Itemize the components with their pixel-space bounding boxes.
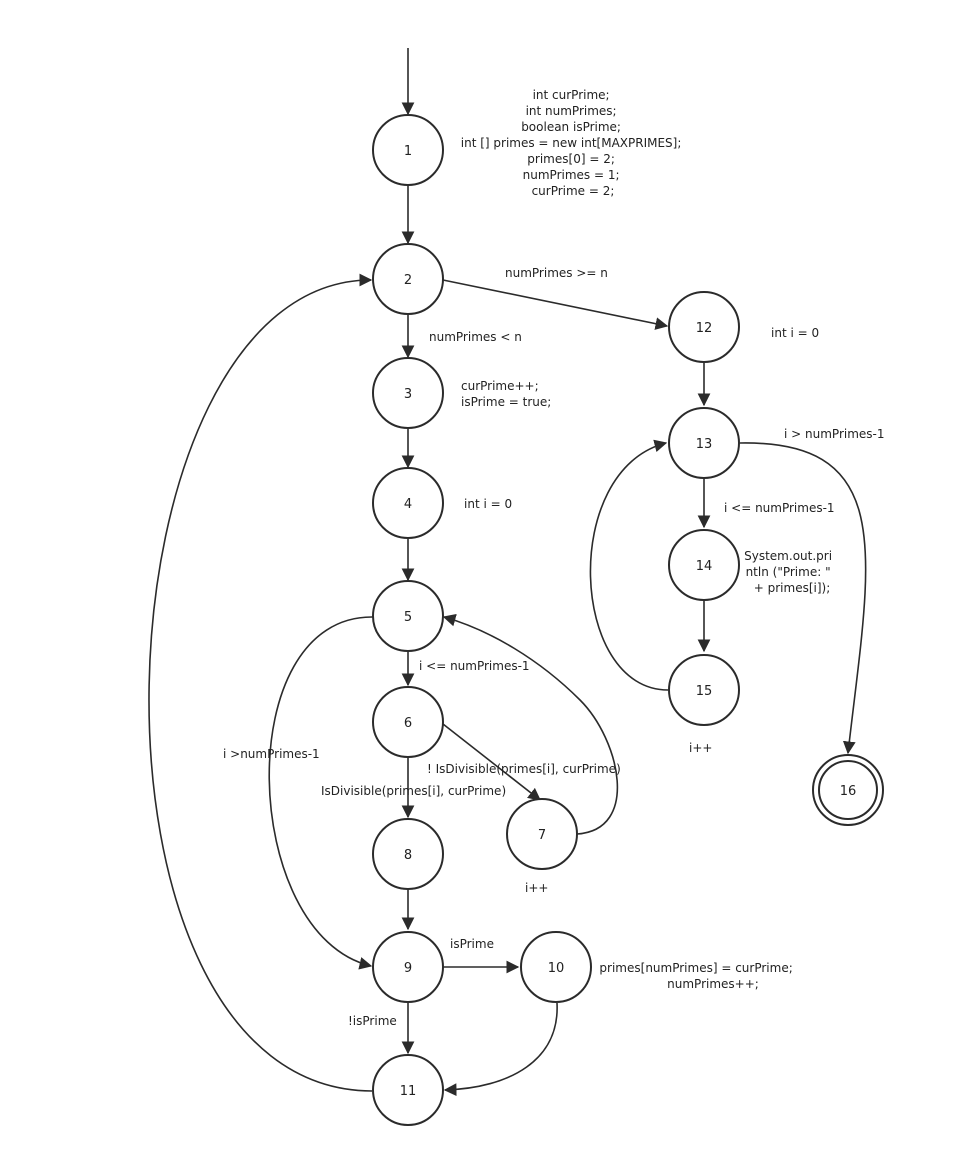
edge-label-2-12: numPrimes >= n — [505, 266, 608, 280]
edge-15-13 — [589, 439, 669, 691]
node-label: 13 — [696, 437, 713, 452]
node-label: 6 — [404, 716, 412, 731]
node-14[interactable]: 14 — [668, 529, 740, 601]
node-label: 12 — [696, 321, 713, 336]
annotation-node-1: int curPrime; int numPrimes; boolean isP… — [461, 88, 685, 198]
edge-label-13-16: i > numPrimes-1 — [784, 427, 885, 441]
node-label: 7 — [538, 828, 546, 843]
annotation-node-4: int i = 0 — [464, 497, 512, 511]
node-11[interactable]: 11 — [372, 1054, 444, 1126]
node-12[interactable]: 12 — [668, 291, 740, 363]
node-1[interactable]: 1 — [372, 114, 444, 186]
edge-2-12 — [442, 279, 669, 330]
node-label: 5 — [404, 610, 412, 625]
node-label: 15 — [696, 684, 713, 699]
node-label: 11 — [400, 1084, 417, 1099]
node-label: 3 — [404, 387, 412, 402]
edge-label-6-8: IsDivisible(primes[i], curPrime) — [321, 784, 506, 798]
node-label: 9 — [404, 961, 412, 976]
annotation-node-14: System.out.pri ntln ("Prime: " + primes[… — [744, 549, 836, 595]
annotation-node-7: i++ — [525, 881, 548, 895]
node-15[interactable]: 15 — [668, 654, 740, 726]
node-label: 4 — [404, 497, 412, 512]
node-9[interactable]: 9 — [372, 931, 444, 1003]
edge-7-5 — [442, 613, 619, 835]
edge-11-2 — [148, 273, 373, 1092]
node-6[interactable]: 6 — [372, 686, 444, 758]
node-label: 16 — [840, 784, 857, 799]
edge-10-11 — [443, 1002, 558, 1097]
node-7[interactable]: 7 — [506, 798, 578, 870]
node-label: 8 — [404, 848, 412, 863]
node-label: 10 — [548, 961, 565, 976]
node-3[interactable]: 3 — [372, 357, 444, 429]
node-5[interactable]: 5 — [372, 580, 444, 652]
annotation-node-10: primes[numPrimes] = curPrime; numPrimes+… — [599, 961, 796, 991]
edge-label-2-3: numPrimes < n — [429, 330, 522, 344]
node-16-terminal[interactable]: 16 — [812, 754, 884, 826]
node-label: 1 — [404, 144, 412, 159]
edge-5-9 — [268, 616, 374, 970]
edge-label-6-7: ! IsDivisible(primes[i], curPrime) — [427, 762, 621, 776]
edge-label-9-10: isPrime — [450, 937, 494, 951]
node-10[interactable]: 10 — [520, 931, 592, 1003]
edge-label-9-11: !isPrime — [348, 1014, 397, 1028]
node-4[interactable]: 4 — [372, 467, 444, 539]
node-label: 14 — [696, 559, 713, 574]
edge-6-7 — [442, 723, 542, 801]
node-8[interactable]: 8 — [372, 818, 444, 890]
annotation-node-15: i++ — [689, 741, 712, 755]
node-2[interactable]: 2 — [372, 243, 444, 315]
node-13[interactable]: 13 — [668, 407, 740, 479]
annotation-node-12: int i = 0 — [771, 326, 819, 340]
edge-label-13-14: i <= numPrimes-1 — [724, 501, 835, 515]
edge-13-16 — [739, 442, 867, 755]
annotation-node-3: curPrime++; isPrime = true; — [461, 379, 551, 409]
edge-label-5-6: i <= numPrimes-1 — [419, 659, 530, 673]
edge-label-5-9: i >numPrimes-1 — [223, 747, 320, 761]
node-label: 2 — [404, 273, 412, 288]
